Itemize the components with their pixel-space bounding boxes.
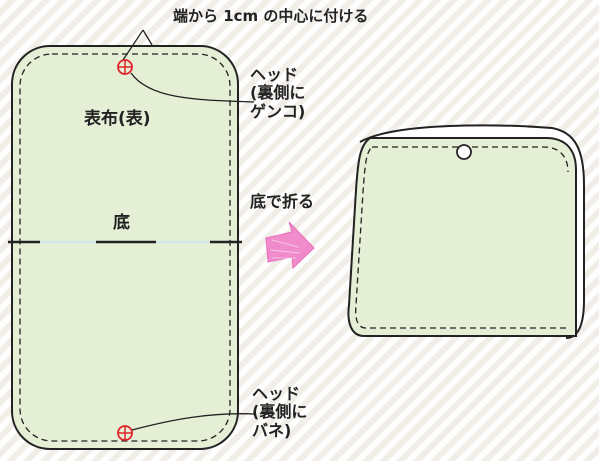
stitch-line-flat (19, 53, 231, 442)
leader-line-left (122, 29, 144, 61)
stitch-line-folded (355, 146, 569, 329)
face-label: 表布(表) (84, 109, 151, 129)
head-top-label: ヘッド (裏側に ゲンコ) (250, 65, 306, 121)
leader-curve-top-head (130, 72, 255, 103)
crosshair-circle-icon (117, 425, 133, 441)
snap-hole-icon (456, 144, 472, 160)
fabric-panel-flat (11, 45, 239, 450)
leader-line-right (142, 29, 153, 46)
fabric-panel-folded (347, 137, 577, 337)
fold-instruction-label: 底で折る (250, 192, 315, 211)
leader-curve-bottom-head (131, 413, 256, 431)
crosshair-circle-icon (117, 59, 133, 75)
top-note-label: 端から 1cm の中心に付ける (173, 7, 369, 25)
head-bottom-label: ヘッド (裏側に バネ) (252, 384, 308, 440)
bottom-label: 底 (113, 213, 130, 233)
